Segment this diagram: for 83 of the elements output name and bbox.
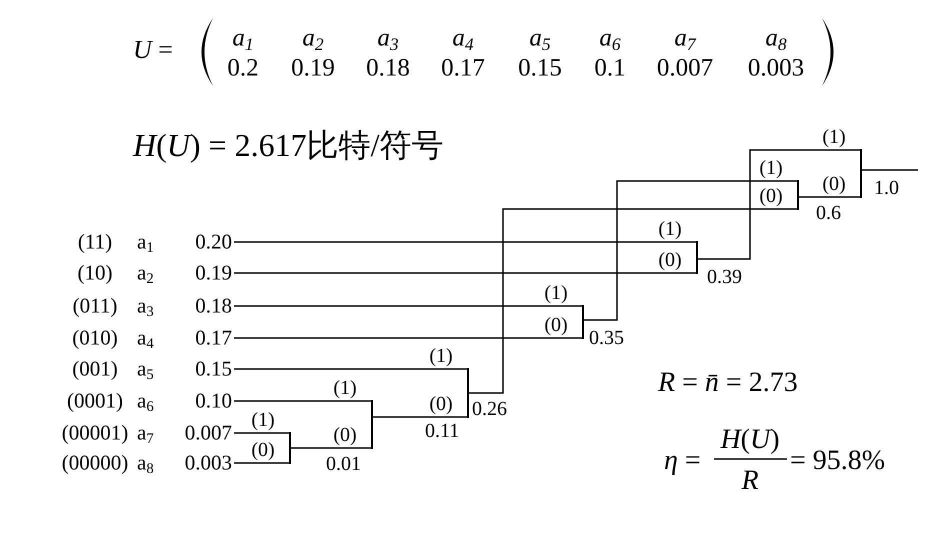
connector-line <box>234 305 583 307</box>
symbol-text: a$_{6}$ <box>137 390 154 412</box>
connector-line <box>234 432 290 434</box>
branch-bit-label: (0) <box>544 315 568 335</box>
connector-line <box>234 400 372 402</box>
connector-line <box>234 462 290 464</box>
branch-bit-label: (0) <box>822 174 846 194</box>
codeword-text: (0001) <box>67 390 123 412</box>
matrix-symbol: a$_{3}$ <box>377 26 399 50</box>
matrix-probability: 0.15 <box>518 56 562 80</box>
probability-text: 0.10 <box>195 390 232 412</box>
matrix-probability: 0.2 <box>227 56 259 80</box>
codeword-text: (00001) <box>62 422 128 444</box>
matrix-symbol: a$_{8}$ <box>765 26 787 50</box>
connector-line <box>234 241 697 243</box>
branch-bit-label: (0) <box>251 440 275 460</box>
code-rate-formula: R = n̄ = 2.73 <box>658 369 798 397</box>
codeword-text: (11) <box>78 232 112 252</box>
matrix-symbol: a$_{5}$ <box>529 26 551 50</box>
sum-probability-text: 0.11 <box>425 421 460 441</box>
connector-line <box>372 416 468 418</box>
branch-bit-label: (1) <box>251 410 275 430</box>
fraction-numerator: H(U) <box>720 426 780 454</box>
codeword-text: (011) <box>72 296 118 316</box>
probability-text: 0.007 <box>184 422 232 444</box>
codeword-text: (00000) <box>62 452 128 474</box>
efficiency-formula-text: η = <box>664 447 701 475</box>
matrix-probability: 0.1 <box>594 56 626 80</box>
symbol-text: a$_{4}$ <box>137 328 154 348</box>
symbol-text: a$_{8}$ <box>137 452 154 474</box>
sum-probability-text: 0.6 <box>816 203 841 223</box>
sum-probability-text: 0.35 <box>589 328 624 348</box>
symbol-text: a$_{3}$ <box>137 296 154 316</box>
formula-result: = 95.8% <box>790 447 886 475</box>
formula-text: U = <box>133 37 173 63</box>
connector-line <box>861 169 918 171</box>
symbol-text: a$_{5}$ <box>137 358 154 380</box>
branch-bit-label: (1) <box>822 127 846 147</box>
symbol-text: a$_{7}$ <box>137 422 154 444</box>
branch-bit-label: (0) <box>429 394 453 414</box>
sum-probability-text: 1.0 <box>874 178 899 198</box>
connector-line <box>697 149 861 260</box>
branch-bit-label: (0) <box>658 250 682 270</box>
probability-text: 0.15 <box>195 358 232 380</box>
branch-bit-label: (1) <box>333 378 357 398</box>
matrix-symbol: a$_{4}$ <box>452 26 474 50</box>
connector-line <box>583 180 798 321</box>
matrix-probability: 0.17 <box>441 56 485 80</box>
symbol-text: a$_{2}$ <box>137 262 154 284</box>
connector-line <box>234 368 468 370</box>
sum-probability-text: 0.26 <box>472 399 507 419</box>
branch-bit-label: (1) <box>759 158 783 178</box>
probability-text: 0.18 <box>195 296 232 316</box>
matrix-symbol: a$_{6}$ <box>599 26 621 50</box>
matrix-symbol: a$_{7}$ <box>674 26 696 50</box>
probability-text: 0.20 <box>195 232 232 252</box>
fraction-denominator: R <box>741 467 759 495</box>
connector-line <box>290 447 372 449</box>
probability-text: 0.003 <box>184 452 232 474</box>
branch-bit-label: (1) <box>429 346 453 366</box>
entropy-formula: H(U) = 2.617比特/符号 <box>133 129 444 161</box>
branch-bit-label: (1) <box>658 219 682 239</box>
probability-text: 0.17 <box>195 328 232 348</box>
sum-probability-text: 0.39 <box>707 267 742 287</box>
codeword-text: (001) <box>72 358 118 380</box>
matrix-probability: 0.19 <box>291 56 335 80</box>
connector-line <box>468 208 798 394</box>
branch-bit-label: (1) <box>544 283 568 303</box>
codeword-text: (010) <box>72 328 118 348</box>
connector-line <box>234 337 583 339</box>
connector-line <box>234 272 697 274</box>
connector-line <box>798 196 861 198</box>
symbol-text: a$_{1}$ <box>137 232 154 252</box>
probability-text: 0.19 <box>195 262 232 284</box>
matrix-symbol: a$_{2}$ <box>302 26 324 50</box>
sum-probability-text: 0.01 <box>326 454 361 474</box>
matrix-probability: 0.007 <box>656 56 714 80</box>
codeword-text: (10) <box>78 262 112 284</box>
branch-bit-label: (0) <box>759 186 783 206</box>
matrix-symbol: a$_{1}$ <box>232 26 254 50</box>
matrix-probability: 0.003 <box>748 56 804 80</box>
branch-bit-label: (0) <box>333 425 357 445</box>
matrix-probability: 0.18 <box>366 56 410 80</box>
